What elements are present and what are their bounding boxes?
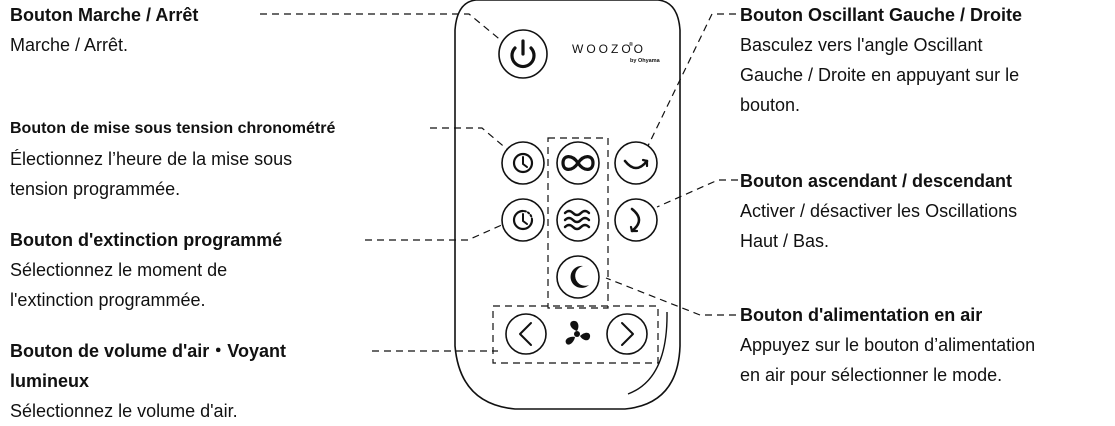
volume-up-button[interactable] — [606, 313, 648, 355]
annotation-air-supply: Bouton d'alimentation en air Appuyez sur… — [740, 300, 1035, 390]
leader-air-supply — [605, 277, 736, 316]
volume-down-button[interactable] — [505, 313, 547, 355]
annotation-oscillate-ud-desc-1: Activer / désactiver les Oscillations — [740, 201, 1018, 221]
annotation-timer-off-title: Bouton d'extinction programmé — [10, 230, 283, 250]
annotation-volume-title-1: Bouton de volume d'air・Voyant — [10, 341, 286, 361]
infinity-icon — [561, 155, 595, 171]
brand-subtitle: by Ohyama — [630, 58, 661, 64]
annotation-oscillate-lr-desc-2: Gauche / Droite en appuyant sur le — [740, 65, 1020, 85]
leader-oscillate-lr — [645, 13, 736, 151]
annotation-volume-title-2: lumineux — [10, 371, 90, 391]
moon-icon — [570, 265, 589, 288]
annotation-air-supply-desc-1: Appuyez sur le bouton d’alimentation — [740, 335, 1036, 355]
oscillate-lr-button[interactable] — [614, 141, 658, 185]
annotation-oscillate-ud-desc-2: Haut / Bas. — [740, 231, 830, 251]
mode-button[interactable] — [556, 198, 600, 242]
remote-bottom-curve — [627, 311, 668, 395]
annotation-oscillate-lr-title: Bouton Oscillant Gauche / Droite — [740, 5, 1023, 25]
annotation-timer-on: Bouton de mise sous tension chronométré … — [10, 114, 335, 204]
leader-timer-on — [430, 127, 509, 151]
vertical-swing-icon — [629, 207, 641, 233]
annotation-power: Bouton Marche / Arrêt Marche / Arrêt. — [10, 0, 198, 60]
annotation-volume: Bouton de volume d'air・Voyant lumineux S… — [10, 336, 286, 426]
rhythm-button[interactable] — [556, 141, 600, 185]
leader-timer-off — [365, 223, 505, 241]
power-icon — [510, 39, 536, 69]
oscillate-ud-button[interactable] — [614, 198, 658, 242]
horizontal-swing-icon — [623, 158, 649, 170]
annotation-air-supply-title: Bouton d'alimentation en air — [740, 305, 983, 325]
night-mode-button[interactable] — [556, 255, 600, 299]
annotation-timer-off: Bouton d'extinction programmé Sélectionn… — [10, 225, 282, 315]
annotation-oscillate-lr-desc-1: Basculez vers l'angle Oscillant — [740, 35, 983, 55]
leader-oscillate-ud — [656, 179, 738, 208]
timer-off-icon — [512, 209, 534, 231]
annotation-air-supply-desc-2: en air pour sélectionner le mode. — [740, 365, 1003, 385]
annotation-power-desc: Marche / Arrêt. — [10, 35, 129, 55]
annotation-timer-off-desc-1: Sélectionnez le moment de — [10, 260, 228, 280]
annotation-volume-desc: Sélectionnez le volume d'air. — [10, 401, 238, 421]
fan-icon — [565, 320, 591, 345]
leader-power — [260, 13, 504, 43]
annotation-timer-on-desc-1: Électionnez l’heure de la mise sous — [10, 149, 293, 169]
clock-icon — [512, 152, 534, 174]
brand-logo: WOOZOO — [572, 42, 646, 56]
group-center-column — [547, 137, 609, 309]
annotation-timer-on-desc-2: tension programmée. — [10, 179, 181, 199]
annotation-oscillate-ud-title: Bouton ascendant / descendant — [740, 171, 1013, 191]
group-volume-row — [492, 305, 659, 364]
annotation-timer-on-title: Bouton de mise sous tension chronométré — [10, 120, 336, 137]
annotation-power-title: Bouton Marche / Arrêt — [10, 5, 199, 25]
timer-on-button[interactable] — [501, 141, 545, 185]
annotation-oscillate-lr-desc-3: bouton. — [740, 95, 801, 115]
timer-off-button[interactable] — [501, 198, 545, 242]
annotation-oscillate-ud: Bouton ascendant / descendant Activer / … — [740, 166, 1017, 256]
chevron-left-icon — [519, 322, 532, 346]
annotation-timer-off-desc-2: l'extinction programmée. — [10, 290, 206, 310]
wind-waves-icon — [563, 209, 591, 231]
annotation-oscillate-lr: Bouton Oscillant Gauche / Droite Bascule… — [740, 0, 1022, 120]
power-button[interactable] — [498, 29, 548, 79]
brand-mark: ® — [629, 41, 633, 48]
chevron-right-icon — [621, 322, 634, 346]
